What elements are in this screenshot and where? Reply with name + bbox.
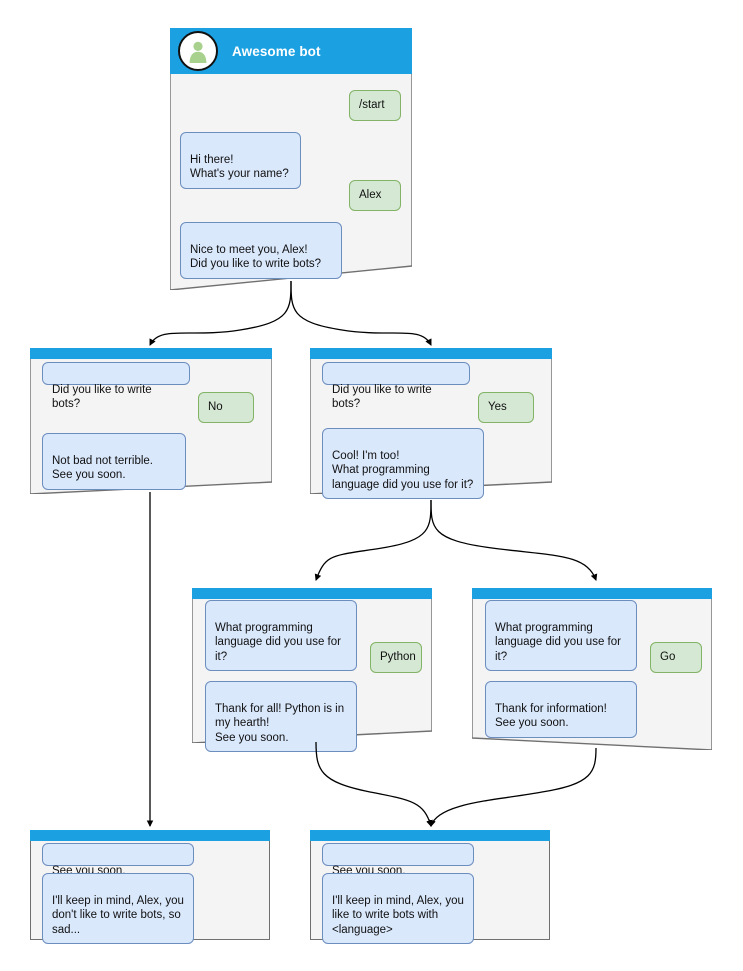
chat-card-branch-yes[interactable]: Did you like to write bots? Yes Cool! I'… (310, 348, 552, 499)
message-text: Nice to meet you, Alex! Did you like to … (190, 243, 322, 271)
chat-card-end-happy[interactable]: See you soon. I'll keep in mind, Alex, y… (310, 830, 550, 944)
message-bubble-bot[interactable]: I'll keep in mind, Alex, you don't like … (42, 873, 194, 944)
message-bubble-bot[interactable]: Did you like to write bots? (42, 362, 190, 410)
bot-title: Awesome bot (232, 43, 321, 59)
card-titlebar (30, 830, 270, 841)
edge-yes-to-python (314, 499, 432, 581)
chat-card-branch-go[interactable]: What programming language did you use fo… (472, 588, 712, 750)
card-titlebar: Awesome bot (170, 28, 412, 74)
message-text: No (208, 400, 223, 413)
card-titlebar (310, 830, 550, 841)
message-text: /start (359, 98, 385, 111)
message-text: What programming language did you use fo… (215, 621, 341, 663)
message-text: What programming language did you use fo… (495, 621, 621, 663)
message-text: Thank for information! See you soon. (495, 702, 607, 730)
chat-card-branch-python[interactable]: What programming language did you use fo… (192, 588, 432, 752)
edge-go-to-end-happy (429, 747, 597, 827)
message-text: Go (660, 650, 676, 663)
edge-root-to-yes (290, 280, 432, 346)
message-bubble-bot[interactable]: Not bad not terrible. See you soon. (42, 433, 186, 490)
message-text: I'll keep in mind, Alex, you like to wri… (332, 894, 464, 936)
card-titlebar (30, 348, 272, 359)
message-bubble-user[interactable]: Go (650, 642, 702, 673)
bot-header: Awesome bot (170, 28, 412, 74)
message-text: Thank for all! Python is in my hearth! S… (215, 702, 345, 744)
message-text: I'll keep in mind, Alex, you don't like … (52, 894, 184, 936)
message-text: Did you like to write bots? (52, 383, 152, 411)
message-text: Python (380, 650, 416, 663)
message-text: Did you like to write bots? (332, 383, 432, 411)
person-avatar-icon (178, 31, 218, 71)
edge-python-to-end-happy (315, 741, 433, 827)
message-text: Cool! I'm too! What programming language… (332, 449, 474, 491)
message-bubble-bot[interactable]: Did you like to write bots? (322, 362, 470, 410)
message-bubble-bot[interactable]: See you soon. (322, 843, 474, 877)
message-bubble-user[interactable]: No (198, 392, 254, 423)
chat-card-branch-no[interactable]: Did you like to write bots? No Not bad n… (30, 348, 272, 494)
message-bubble-bot[interactable]: Thank for all! Python is in my hearth! S… (205, 681, 357, 752)
card-titlebar (192, 588, 432, 599)
message-bubble-user[interactable]: /start (349, 90, 401, 121)
message-bubble-user[interactable]: Alex (349, 180, 401, 211)
message-bubble-bot[interactable]: Cool! I'm too! What programming language… (322, 428, 484, 499)
message-bubble-bot[interactable]: See you soon. (42, 843, 194, 877)
message-bubble-bot[interactable]: Hi there! What's your name? (180, 132, 301, 189)
chat-card-root[interactable]: Awesome bot /start Hi there! What's your… (170, 28, 412, 290)
message-text: Alex (359, 188, 382, 201)
message-text: Not bad not terrible. See you soon. (52, 454, 154, 482)
message-bubble-bot[interactable]: Nice to meet you, Alex! Did you like to … (180, 222, 342, 279)
card-titlebar (472, 588, 712, 599)
edge-root-to-no (149, 280, 292, 346)
message-bubble-bot[interactable]: What programming language did you use fo… (485, 600, 637, 671)
edge-yes-to-go (430, 499, 598, 581)
message-bubble-bot[interactable]: I'll keep in mind, Alex, you like to wri… (322, 873, 474, 944)
card-titlebar (310, 348, 552, 359)
message-text: Hi there! What's your name? (190, 153, 289, 181)
message-bubble-user[interactable]: Python (370, 642, 422, 673)
message-bubble-bot[interactable]: What programming language did you use fo… (205, 600, 357, 671)
message-bubble-user[interactable]: Yes (478, 392, 534, 423)
message-text: Yes (488, 400, 507, 413)
chat-card-end-sad[interactable]: See you soon. I'll keep in mind, Alex, y… (30, 830, 270, 944)
message-bubble-bot[interactable]: Thank for information! See you soon. (485, 681, 637, 738)
